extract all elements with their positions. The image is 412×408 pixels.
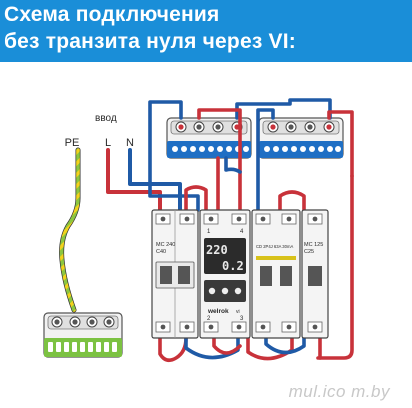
terminal-block-left <box>166 117 252 159</box>
page-title: Схема подключения <box>4 3 220 26</box>
breaker-right-rating: C25 <box>304 249 314 255</box>
breaker-left-rating: C40 <box>156 249 166 255</box>
breaker-right-model: MC 125 <box>304 242 323 248</box>
relay-voltage-readout: 220 <box>206 243 228 257</box>
wiring-diagram: ввод PE L N MC 240 C40 220 0.2 welrok vi… <box>43 98 354 363</box>
voltage-relay <box>199 209 251 339</box>
breaker-left-model: MC 240 <box>156 242 175 248</box>
marker-3: 3 <box>240 316 244 322</box>
wires <box>59 98 354 363</box>
din-devices <box>151 209 329 339</box>
ground-terminal-block <box>43 312 123 358</box>
relay-brand: welrok <box>207 308 229 315</box>
terminal-pe-label: PE <box>65 137 80 149</box>
header-banner: Схема подключения без транзита нуля чере… <box>0 0 412 62</box>
terminal-block-right <box>258 117 344 159</box>
breaker-right <box>301 209 329 339</box>
relay-current-readout: 0.2 <box>222 259 244 273</box>
marker-4: 4 <box>240 229 244 235</box>
breaker-left <box>151 209 199 339</box>
marker-2: 2 <box>207 316 211 322</box>
relay-brand-suffix: vi <box>236 309 240 315</box>
rcbo-device <box>251 209 301 339</box>
page-subtitle: без транзита нуля через VI: <box>4 30 296 53</box>
rcbo-spec: CD 2P4J 63A 30mA <box>256 244 293 249</box>
watermark: mul.ico m.by <box>288 382 390 401</box>
terminal-n-label: N <box>126 137 134 149</box>
relay-display <box>204 238 246 274</box>
terminal-l-label: L <box>105 137 111 149</box>
input-label: ввод <box>95 113 117 124</box>
marker-1: 1 <box>207 229 211 235</box>
